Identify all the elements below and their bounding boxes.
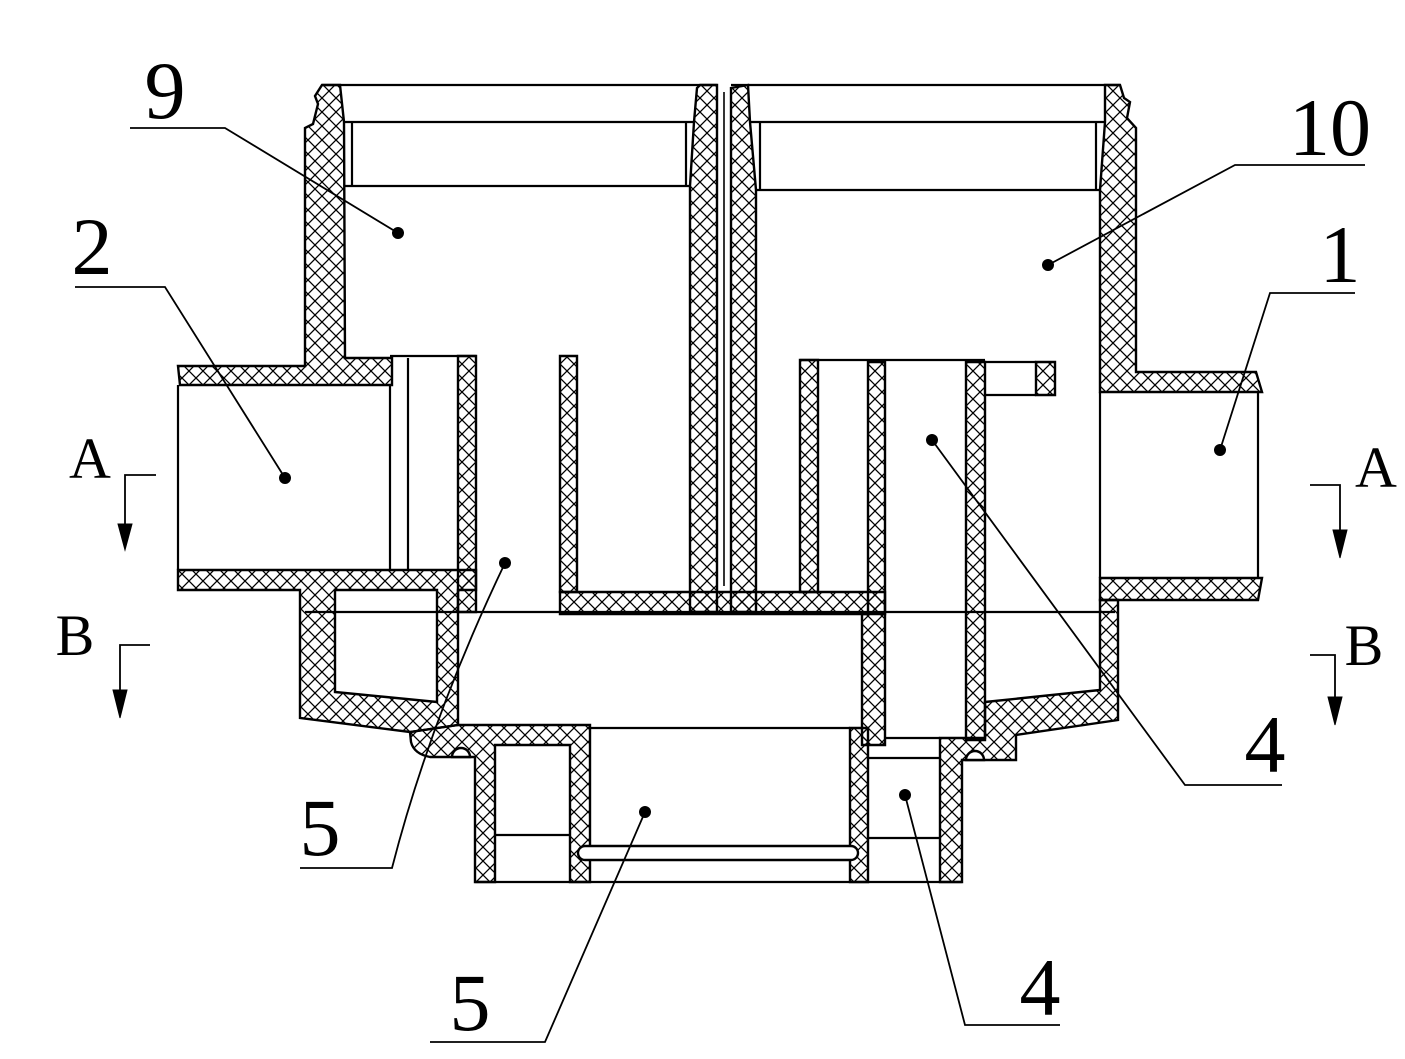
leader-part-4-lower [904, 794, 1060, 1026]
right-oring-groove [964, 749, 986, 762]
right-pipe-end-lines [1098, 392, 1260, 578]
dot-part-9 [392, 227, 404, 239]
leader-part-1 [1219, 292, 1355, 451]
section-arrow-a-left [124, 474, 156, 530]
callout-labels: 9 10 2 1 4 5 5 4 [72, 45, 1372, 1048]
left-tube-outer-wall [558, 354, 579, 594]
leader-part-5-lower [430, 811, 646, 1043]
section-mark-b-left: B [56, 603, 95, 668]
dot-part-4-lower [899, 789, 911, 801]
leader-part-9 [130, 127, 399, 234]
left-cap-lines [344, 120, 694, 188]
right-tube-right-wall [964, 360, 987, 742]
callout-part-5-lower: 5 [450, 957, 491, 1048]
right-pipe-bottom-wall [1098, 576, 1264, 602]
upper-left-shell-wall [176, 83, 394, 387]
callout-part-2: 2 [72, 201, 113, 292]
lower-right-cell-lines [868, 736, 940, 840]
left-mid-pocket [333, 588, 439, 704]
center-right-divider-wall [729, 83, 758, 614]
dot-part-4-upper [926, 434, 938, 446]
section-arrowhead-b-left [112, 689, 128, 719]
section-mark-a-right: A [1355, 435, 1397, 500]
callout-part-4-upper: 4 [1245, 699, 1286, 790]
right-tab-end [1034, 360, 1057, 397]
lower-channel-bar [576, 844, 860, 862]
right-tube-left-wall [798, 358, 820, 594]
valve-body-section [176, 83, 1264, 884]
dot-part-10 [1042, 259, 1054, 271]
section-arrowhead-a-left [117, 523, 133, 552]
section-arrow-b-left [119, 644, 150, 695]
dot-part-5-lower [639, 806, 651, 818]
leader-part-2 [75, 286, 286, 479]
leader-dots [279, 227, 1226, 818]
chamber-floor-wall [558, 590, 887, 616]
section-mark-b-right: B [1345, 613, 1384, 678]
section-arrowhead-a-right [1332, 529, 1348, 559]
dot-part-5-upper [499, 557, 511, 569]
leader-part-10 [1047, 164, 1365, 266]
callout-part-10: 10 [1289, 82, 1371, 173]
dot-part-2 [279, 472, 291, 484]
leader-lines [75, 127, 1365, 1043]
callout-part-1: 1 [1320, 209, 1361, 300]
leader-part-4-upper [931, 439, 1282, 786]
right-tab-lines [985, 360, 1036, 397]
left-pipe-end-lines [176, 358, 410, 570]
center-left-divider-wall [688, 83, 719, 614]
section-arrow-a-right [1310, 484, 1341, 535]
left-oring-groove [450, 746, 472, 759]
section-mark-a-left: A [69, 426, 111, 491]
callout-part-4-lower: 4 [1020, 942, 1061, 1033]
dot-part-1 [1214, 444, 1226, 456]
callout-part-9: 9 [145, 45, 186, 136]
section-arrowhead-b-right [1327, 696, 1343, 726]
section-arrows [112, 474, 1348, 726]
leader-part-5-upper [300, 562, 506, 869]
section-arrow-b-right [1310, 654, 1336, 700]
section-mark-labels: A A B B [56, 426, 1397, 678]
callout-part-5-upper: 5 [300, 782, 341, 873]
right-cap-lines [750, 120, 1105, 192]
